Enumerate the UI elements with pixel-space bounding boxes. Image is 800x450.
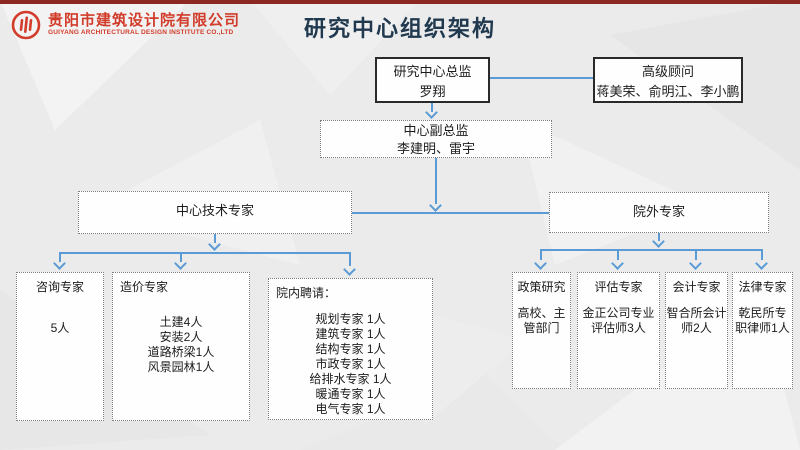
child-content: 金正公司专业评估师3人 [582,306,655,335]
org-box-policy-research: 政策研究 高校、主管部门 [512,272,571,389]
connector-left-bus [59,252,351,254]
org-box-accounting-experts: 会计专家 智合所会计师2人 [665,272,728,389]
child-content: 规划专家 1人 建筑专家 1人 结构专家 1人 市政专家 1人 给排水专家 1人… [309,312,392,416]
connector-drop [180,252,182,262]
child-content: 5人 [50,321,70,335]
child-content: 土建4人 安装2人 道路桥梁1人 风景园林1人 [147,315,215,374]
connector-director-advisor [490,77,593,79]
connector-right-bus [540,249,763,251]
org-box-legal-experts: 法律专家 乾民所专职律师1人 [732,272,793,389]
advisor-names: 蒋美荣、俞明江、李小鹏 [596,84,740,99]
company-logo-icon [11,10,41,40]
org-box-deputy: 中心副总监 李建明、雷宇 [320,120,552,158]
connector-drop [59,252,61,262]
child-title: 法律专家 [738,280,787,294]
top-red-bar [0,0,800,4]
company-name: 贵阳市建筑设计院有限公司 GUIYANG ARCHITECTURAL DESIG… [48,11,241,38]
org-box-cost-experts: 造价专家 土建4人 安装2人 道路桥梁1人 风景园林1人 [112,272,250,421]
connector-drop [540,249,542,260]
connector-branch-bus [352,212,549,214]
connector-drop [695,249,697,260]
child-title: 造价专家 [120,280,169,294]
director-title: 研究中心总监 [393,64,472,79]
director-name: 罗翔 [419,84,446,99]
company-name-cn: 贵阳市建筑设计院有限公司 [48,11,241,29]
connector-drop [617,249,619,260]
org-box-external-experts: 院外专家 [549,192,769,233]
company-name-en: GUIYANG ARCHITECTURAL DESIGN INSTITUTE C… [48,29,234,37]
child-title: 咨询专家 [35,280,84,294]
connector-leftbranch-bus [214,234,216,243]
org-box-consulting-experts: 咨询专家 5人 [16,272,104,421]
deputy-names: 李建明、雷宇 [396,141,475,156]
child-title: 政策研究 [517,280,566,294]
company-brand: 贵阳市建筑设计院有限公司 GUIYANG ARCHITECTURAL DESIG… [10,9,240,41]
page-title: 研究中心组织架构 [303,16,496,41]
child-content: 智合所会计师2人 [666,306,727,335]
child-title: 会计专家 [672,280,721,294]
left-branch-label: 中心技术专家 [175,203,254,218]
org-box-center-tech-experts: 中心技术专家 [78,191,352,234]
connector-drop [761,249,763,260]
child-title: 院内聘请： [276,286,337,300]
connector-drop [349,252,351,266]
org-box-internal-hires: 院内聘请： 规划专家 1人 建筑专家 1人 结构专家 1人 市政专家 1人 给排… [268,278,433,420]
org-box-appraisal-experts: 评估专家 金正公司专业评估师3人 [577,272,660,389]
connector-director-deputy [431,103,433,112]
right-branch-label: 院外专家 [632,204,685,219]
org-box-director: 研究中心总监 罗翔 [375,57,490,103]
deputy-title: 中心副总监 [403,123,469,138]
child-content: 乾民所专职律师1人 [735,306,790,335]
child-title: 评估专家 [594,280,643,294]
org-box-advisor: 高级顾问 蒋美荣、俞明江、李小鹏 [593,57,743,103]
child-content: 高校、主管部门 [517,306,566,335]
connector-rightbranch-bus [658,233,660,241]
connector-deputy-bus [435,158,437,204]
advisor-title: 高级顾问 [641,64,694,79]
